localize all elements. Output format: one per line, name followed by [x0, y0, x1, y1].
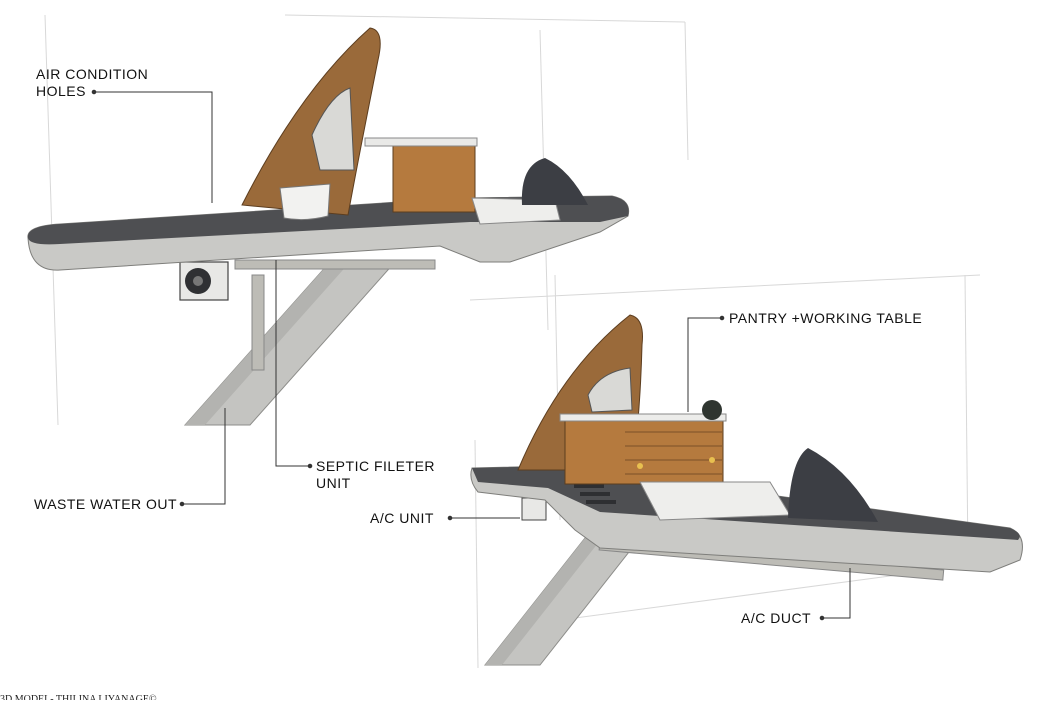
- image-credit-caption: 3D MODEL- THILINA LIYANAGE©: [0, 694, 157, 700]
- lower-beanbag: [788, 448, 878, 522]
- label-septic-filter-unit: SEPTIC FILETER UNIT: [316, 458, 435, 492]
- label-septic-filter-unit-line1: SEPTIC FILETER: [316, 458, 436, 474]
- upper-vertical-pipe: [251, 274, 265, 371]
- label-air-condition-holes-line2: HOLES: [36, 83, 86, 99]
- lower-plant: [702, 400, 722, 420]
- label-air-condition-holes-line1: AIR CONDITION: [36, 66, 149, 82]
- label-septic-filter-unit-line2: UNIT: [316, 475, 351, 491]
- label-pantry-working-table: PANTRY +WORKING TABLE: [729, 310, 923, 326]
- lower-bed: [639, 481, 791, 521]
- lower-pantry-counter: [564, 417, 724, 485]
- leader-lines: [91, 89, 851, 621]
- upper-under-duct: [234, 259, 436, 270]
- upper-bathtub: [279, 183, 331, 221]
- upper-beanbag: [521, 158, 588, 205]
- upper-pantry-counter: [392, 141, 476, 213]
- lower-model: [470, 314, 1023, 666]
- label-ac-unit: A/C UNIT: [370, 510, 434, 526]
- label-air-condition-holes: AIR CONDITION HOLES: [36, 66, 148, 100]
- upper-model: [27, 27, 630, 426]
- lower-ac-unit: [521, 497, 547, 521]
- label-waste-water-out: WASTE WATER OUT: [34, 496, 178, 512]
- upper-ac-unit: [179, 261, 229, 301]
- label-ac-duct: A/C DUCT: [741, 610, 812, 626]
